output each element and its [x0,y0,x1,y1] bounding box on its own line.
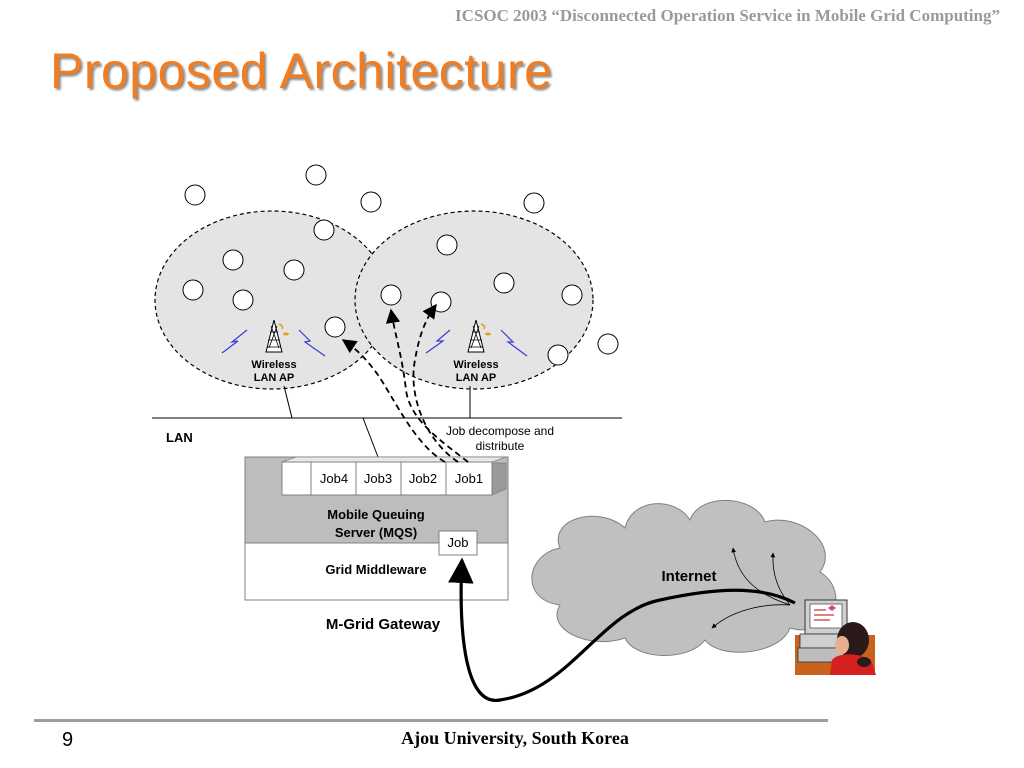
mobile-node [380,284,402,306]
queue-job-label: Job2 [409,471,437,486]
mobile-node [283,259,305,281]
mobile-node [313,219,335,241]
antenna-icon [467,319,491,353]
mqs-label: Server (MQS) [335,525,417,540]
user-computer-icon [795,599,876,675]
ap-left-label: Wireless [251,359,296,371]
slide-title: Proposed Architecture [50,43,553,99]
incoming-job-box [438,530,478,556]
mobile-node [184,184,206,206]
job-queue [281,456,507,496]
wireless-signal-icon [221,329,528,357]
mobile-node [232,289,254,311]
page-number: 9 [62,729,74,751]
distribution-arrows [341,303,469,463]
ap-right-label: Wireless [453,359,498,371]
gateway-label: M-Grid Gateway [326,616,441,633]
mobile-node [436,234,458,256]
slide-header: ICSOC 2003 “Disconnected Operation Servi… [455,6,1000,25]
queue-job-label: Job4 [320,471,348,486]
footer-divider [34,719,828,722]
mobile-node [222,249,244,271]
mobile-node [597,333,619,355]
ap-left-label: LAN AP [254,372,295,384]
wireless-cell-right [354,210,594,390]
grid-middleware-label: Grid Middleware [325,562,426,577]
mobile-nodes [182,164,619,366]
antenna-icon [265,319,289,353]
queue-job-label: Job3 [364,471,392,486]
job-decompose-label: distribute [476,439,525,453]
mobile-node [182,279,204,301]
mobile-node [360,191,382,213]
internet-arrows [711,547,791,629]
mobile-node [561,284,583,306]
internet-label: Internet [661,568,716,585]
footer-text: Ajou University, South Korea [401,728,629,748]
ap-left-drop [283,385,293,419]
job-decompose-label: Job decompose and [446,424,554,438]
queue-job-label: Job1 [455,471,483,486]
mobile-node [305,164,327,186]
mobile-node [493,272,515,294]
lan-label: LAN [166,430,193,445]
mobile-node [324,316,346,338]
mobile-node [523,192,545,214]
mqs-label: Mobile Queuing [327,507,425,522]
job-submission-arrow [448,557,796,702]
incoming-job-label: Job [448,535,469,550]
ap-right-label: LAN AP [456,372,497,384]
gateway-drop [362,417,379,458]
mobile-node [547,344,569,366]
